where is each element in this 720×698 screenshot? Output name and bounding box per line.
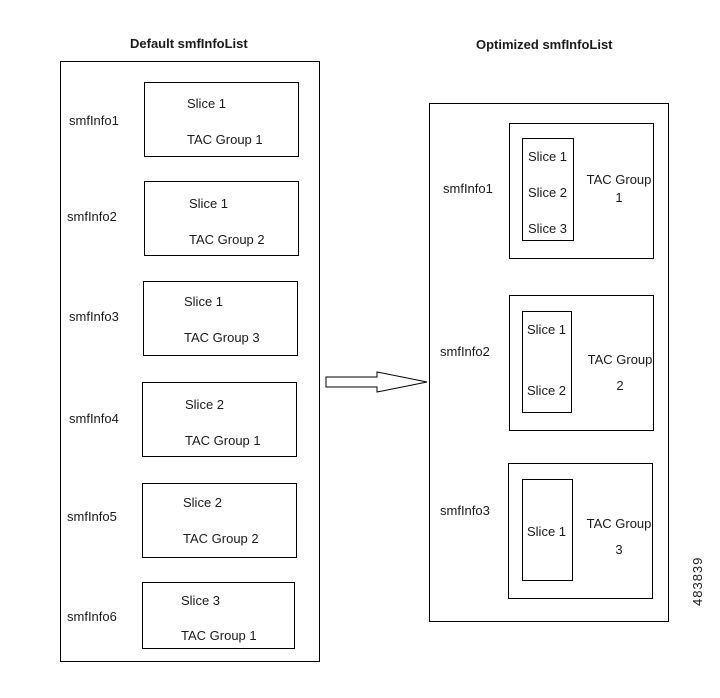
slice-label: Slice 2 (185, 397, 225, 412)
default-item-name: smfInfo1 (69, 113, 119, 128)
tac-group-line2: 3 (615, 542, 623, 557)
slice-label: Slice 3 (528, 221, 568, 236)
tac-group-label: TAC Group 3 (184, 330, 260, 345)
default-item-box: Slice 1 TAC Group 2 (144, 181, 299, 256)
tac-group-label: TAC Group 1 (187, 132, 263, 147)
default-item-box: Slice 2 TAC Group 2 (142, 483, 297, 558)
optimized-item-name: smfInfo3 (440, 503, 490, 518)
optimized-item-box: Slice 1 Slice 2 TAC Group 2 (509, 295, 654, 431)
optimized-item-box: Slice 1 Slice 2 Slice 3 TAC Group 1 (509, 123, 654, 259)
tac-group-label: TAC Group 3 (583, 511, 655, 563)
slice-label: Slice 2 (183, 495, 223, 510)
tac-group-label: TAC Group 1 (185, 433, 261, 448)
slice-label: Slice 1 (189, 196, 229, 211)
slice-group-box: Slice 1 (522, 479, 573, 581)
tac-group-line1: TAC Group (586, 516, 652, 531)
slice-label: Slice 1 (187, 96, 227, 111)
optimized-item-box: Slice 1 TAC Group 3 (508, 463, 653, 599)
default-item-box: Slice 1 TAC Group 3 (143, 281, 298, 356)
optimized-item-name: smfInfo1 (443, 181, 493, 196)
default-item-name: smfInfo3 (69, 309, 119, 324)
slice-label: Slice 1 (527, 524, 567, 539)
optimized-list-title: Optimized smfInfoList (476, 37, 613, 52)
default-list-container (60, 61, 320, 662)
optimization-arrow-icon (325, 371, 428, 393)
optimized-item-name: smfInfo2 (440, 344, 490, 359)
figure-id: 483839 (690, 556, 705, 606)
default-item-name: smfInfo2 (67, 209, 117, 224)
default-item-name: smfInfo6 (67, 609, 117, 624)
tac-group-label: TAC Group 1 (582, 171, 656, 207)
slice-group-box: Slice 1 Slice 2 (522, 311, 572, 413)
slice-label: Slice 2 (527, 383, 567, 398)
tac-group-label: TAC Group 2 (189, 232, 265, 247)
slice-label: Slice 1 (184, 294, 224, 309)
tac-group-label: TAC Group 2 (183, 531, 259, 546)
default-item-name: smfInfo4 (69, 411, 119, 426)
default-item-box: Slice 2 TAC Group 1 (142, 382, 297, 457)
default-item-box: Slice 1 TAC Group 1 (144, 82, 299, 157)
slice-label: Slice 2 (528, 185, 568, 200)
slice-label: Slice 3 (181, 593, 221, 608)
tac-group-line1: TAC Group (587, 352, 653, 367)
tac-group-label: TAC Group 1 (181, 628, 257, 643)
default-list-title: Default smfInfoList (130, 36, 248, 51)
tac-group-line2: 2 (616, 378, 624, 393)
slice-label: Slice 1 (527, 322, 567, 337)
slice-label: Slice 1 (528, 149, 568, 164)
tac-group-label: TAC Group 2 (584, 347, 656, 399)
default-item-box: Slice 3 TAC Group 1 (142, 582, 295, 649)
default-item-name: smfInfo5 (67, 509, 117, 524)
tac-group-line2: 1 (615, 190, 623, 205)
tac-group-line1: TAC Group (586, 172, 652, 187)
slice-group-box: Slice 1 Slice 2 Slice 3 (522, 138, 574, 241)
